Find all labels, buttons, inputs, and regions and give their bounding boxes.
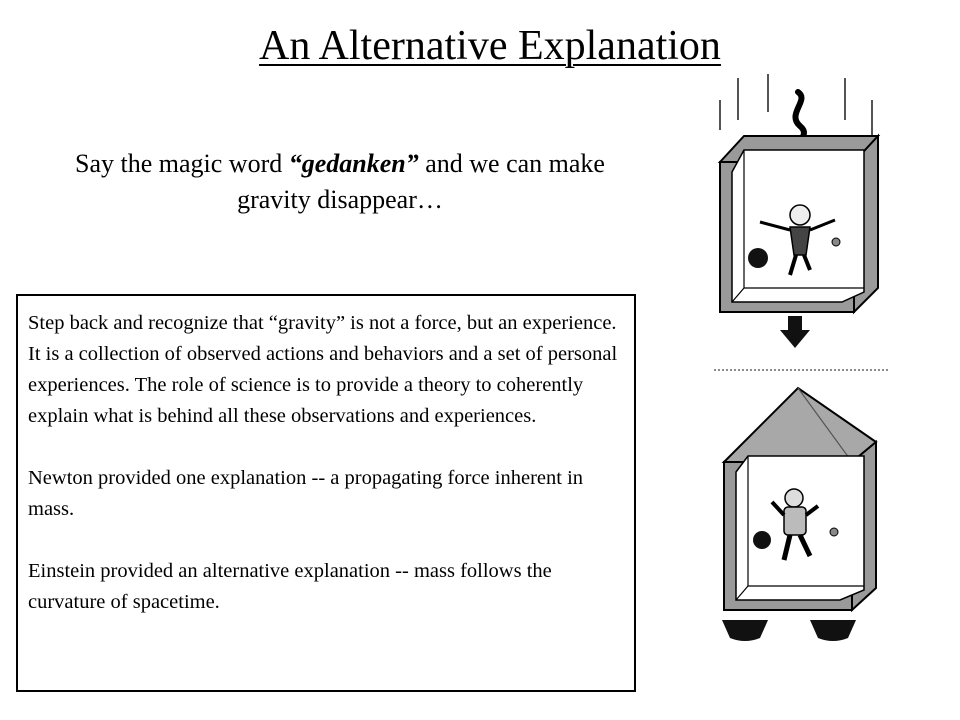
floating-person-icon <box>759 204 836 276</box>
motion-lines-icon <box>719 74 873 140</box>
right-thruster-icon <box>810 620 856 641</box>
slide-title: An Alternative Explanation <box>259 23 721 69</box>
slide-subtitle: Say the magic word “gedanken” and we can… <box>60 146 620 218</box>
heavy-ball-icon <box>748 248 768 268</box>
subtitle-after: and we can make gravity disappear… <box>237 149 605 214</box>
light-ball-icon <box>829 527 839 537</box>
paragraph-gravity-experience: Step back and recognize that “gravity” i… <box>28 312 618 427</box>
explanation-text-box: Step back and recognize that “gravity” i… <box>16 294 636 692</box>
paragraph-einstein: Einstein provided an alternative explana… <box>28 560 552 613</box>
elevator-illustration <box>714 74 888 641</box>
left-thruster-icon <box>722 620 768 641</box>
subtitle-emphasis: “gedanken” <box>288 149 419 178</box>
paragraph-newton: Newton provided one explanation -- a pro… <box>28 467 584 520</box>
subtitle-before: Say the magic word <box>75 149 289 178</box>
heavy-ball-icon <box>753 531 771 549</box>
floating-astronaut-icon <box>770 488 820 561</box>
light-ball-icon <box>831 237 841 247</box>
down-arrow-icon <box>780 316 810 348</box>
